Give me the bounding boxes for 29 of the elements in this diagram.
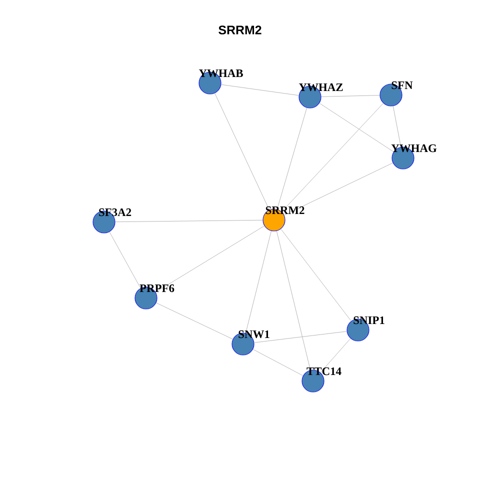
edge-line <box>284 162 393 216</box>
network-node: SFN <box>380 81 413 106</box>
network-node: YWHAB <box>198 69 243 94</box>
network-node: SNW1 <box>232 330 270 356</box>
edge-line <box>254 331 347 343</box>
edge-line <box>214 93 270 210</box>
edge-line <box>109 232 141 288</box>
edge-line <box>221 84 299 96</box>
edge-line <box>321 95 380 97</box>
network-node: YWHAZ <box>298 83 343 108</box>
edge-line <box>320 338 351 373</box>
network-node: SRRM2 <box>262 206 304 232</box>
edge-line <box>276 108 308 210</box>
title: SRRM2 <box>218 26 262 34</box>
edge-line <box>280 228 352 322</box>
edge-line <box>392 106 402 147</box>
edge-line <box>276 230 311 370</box>
edge-line <box>115 220 263 222</box>
network-node: TTC14 <box>302 367 342 392</box>
network-node: SF3A2 <box>92 208 132 234</box>
edge-line <box>319 103 394 152</box>
network-node: PRPF6 <box>134 284 174 310</box>
edge-line <box>252 349 304 376</box>
network-node: SNIP1 <box>346 316 384 342</box>
edge-line <box>282 103 384 212</box>
edge-line <box>156 226 264 292</box>
edge-line <box>156 302 233 340</box>
edge-line <box>246 230 272 334</box>
network-node: YWHAG <box>391 144 437 170</box>
